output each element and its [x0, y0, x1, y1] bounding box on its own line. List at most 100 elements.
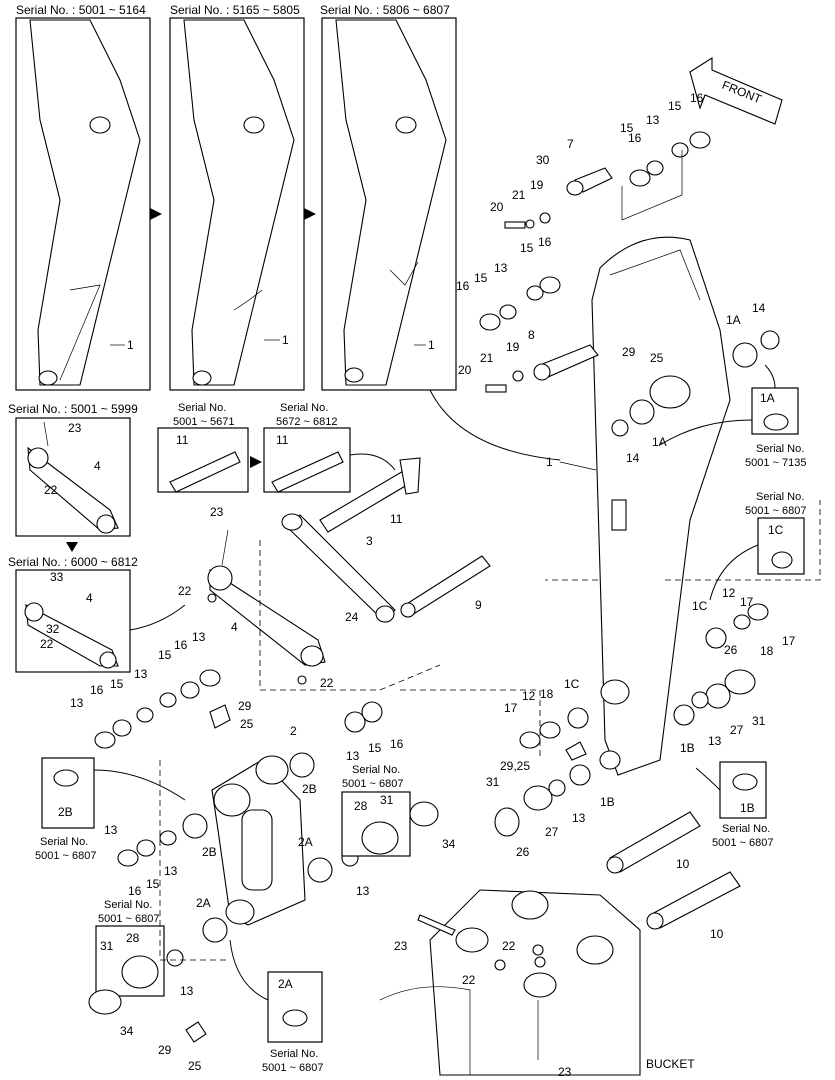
svg-text:4: 4: [94, 459, 101, 473]
svg-text:Serial No.: Serial No.: [280, 402, 328, 414]
arm-panel-1: 1: [15, 17, 151, 391]
svg-text:5001 ~ 5671: 5001 ~ 5671: [173, 416, 234, 428]
svg-text:5001 ~ 6807: 5001 ~ 6807: [745, 505, 806, 517]
svg-text:16: 16: [690, 91, 704, 105]
svg-text:31: 31: [752, 714, 766, 728]
svg-text:8: 8: [528, 328, 535, 342]
svg-text:5672 ~ 6812: 5672 ~ 6812: [276, 416, 337, 428]
pin-11-boxes: Serial No. 5001 ~ 5671 11 Serial No. 567…: [157, 402, 396, 493]
svg-text:23: 23: [558, 1065, 572, 1079]
svg-text:1C: 1C: [768, 523, 784, 537]
pin-10-upper: 10: [606, 811, 701, 874]
svg-text:23: 23: [68, 421, 82, 435]
svg-text:13: 13: [180, 984, 194, 998]
svg-text:13: 13: [356, 884, 370, 898]
svg-text:27: 27: [545, 825, 559, 839]
svg-text:29: 29: [238, 699, 252, 713]
box-2b: 2B Serial No. 5001 ~ 6807: [35, 757, 186, 862]
svg-text:Serial No.: Serial No.: [756, 491, 804, 503]
svg-text:2: 2: [290, 724, 297, 738]
svg-text:11: 11: [176, 433, 189, 447]
svg-text:15: 15: [110, 677, 124, 691]
svg-text:13: 13: [164, 864, 178, 878]
front-arrow: FRONT: [689, 56, 783, 125]
svg-text:29,25: 29,25: [500, 759, 530, 773]
svg-text:29: 29: [158, 1043, 172, 1057]
svg-text:26: 26: [516, 845, 530, 859]
svg-text:Serial No. : 5001 ~ 5999: Serial No. : 5001 ~ 5999: [8, 402, 138, 416]
callout-1b: 1: [282, 333, 289, 347]
svg-text:Serial No.: Serial No.: [352, 764, 400, 776]
svg-text:9: 9: [475, 598, 482, 612]
svg-text:26: 26: [724, 643, 738, 657]
svg-text:20: 20: [490, 200, 504, 214]
svg-text:5001 ~ 6807: 5001 ~ 6807: [98, 913, 159, 925]
right-hardware: 26 27 31 13 1B 1B Serial No. 5001 ~ 6807: [673, 643, 773, 849]
arm-panel-2: 1: [169, 17, 305, 391]
bushing-1c: 1C Serial No. 5001 ~ 6807 1C 12 17 17 18: [692, 491, 806, 658]
svg-text:2A: 2A: [278, 977, 293, 991]
bucket-label: BUCKET: [646, 1057, 695, 1071]
pin-10-lower: 10: [646, 871, 741, 941]
svg-text:10: 10: [676, 857, 690, 871]
svg-text:25: 25: [650, 351, 664, 365]
svg-text:14: 14: [752, 301, 766, 315]
svg-text:17: 17: [782, 634, 796, 648]
washer-stack-lower-left: 13 16 15 13: [104, 823, 178, 898]
svg-text:5001 ~ 6807: 5001 ~ 6807: [342, 778, 403, 790]
svg-text:18: 18: [760, 644, 774, 658]
svg-text:1B: 1B: [740, 801, 755, 815]
svg-text:11: 11: [390, 512, 403, 526]
svg-text:Serial No.: Serial No.: [756, 443, 804, 455]
svg-text:Serial No. : 6000 ~ 6812: Serial No. : 6000 ~ 6812: [8, 555, 138, 569]
svg-text:22: 22: [178, 584, 192, 598]
svg-text:4: 4: [86, 591, 93, 605]
svg-text:10: 10: [710, 927, 724, 941]
svg-text:31: 31: [100, 939, 114, 953]
svg-text:20: 20: [458, 363, 472, 377]
svg-text:15: 15: [158, 648, 172, 662]
svg-text:24: 24: [345, 610, 359, 624]
svg-text:25: 25: [188, 1059, 202, 1073]
callout-1: 1: [127, 338, 134, 352]
link-3: 3: [281, 513, 396, 623]
svg-text:13: 13: [192, 630, 206, 644]
arrow-down-icon: [66, 542, 78, 552]
svg-text:19: 19: [530, 178, 544, 192]
svg-text:Serial No.: Serial No.: [178, 402, 226, 414]
washer-stack-mid: 13 15 16 29 25: [209, 699, 404, 763]
washer-stack-left: 13 16 15 13 15 16 13: [70, 630, 221, 749]
svg-text:1B: 1B: [600, 795, 615, 809]
bucket: BUCKET 23 22 22 23: [379, 889, 695, 1079]
svg-text:13: 13: [572, 811, 586, 825]
svg-text:13: 13: [646, 113, 660, 127]
svg-text:17: 17: [504, 701, 518, 715]
svg-text:Serial No.: Serial No.: [270, 1048, 318, 1060]
arm-panel-3: 1: [321, 17, 457, 391]
svg-text:28: 28: [354, 799, 368, 813]
svg-text:22: 22: [502, 939, 516, 953]
svg-text:16: 16: [174, 638, 188, 652]
svg-text:15: 15: [146, 877, 160, 891]
svg-text:2A: 2A: [298, 835, 313, 849]
svg-text:22: 22: [40, 637, 54, 651]
washer-stack-top-right: 16 15 13 15 16: [620, 91, 711, 221]
svg-text:5001 ~ 6807: 5001 ~ 6807: [35, 850, 96, 862]
arm-lower-hardware: 1C 18 12 17 29,25 1B 13 27 31 26: [486, 677, 615, 859]
svg-text:15: 15: [620, 121, 634, 135]
box-28-left: Serial No. 5001 ~ 6807 28 31 13 34: [88, 899, 194, 1038]
svg-text:12: 12: [522, 689, 536, 703]
main-arm: 1: [429, 236, 821, 776]
svg-text:1A: 1A: [760, 391, 775, 405]
svg-text:17: 17: [740, 595, 754, 609]
pin-8: 8 19 21 20: [458, 328, 599, 393]
svg-text:32: 32: [46, 622, 60, 636]
svg-text:1A: 1A: [652, 435, 667, 449]
svg-text:30: 30: [536, 153, 550, 167]
svg-text:13: 13: [134, 667, 148, 681]
svg-text:15: 15: [474, 271, 488, 285]
svg-text:5001 ~ 7135: 5001 ~ 7135: [745, 457, 806, 469]
pin-9: 9: [400, 555, 491, 618]
svg-text:34: 34: [442, 837, 456, 851]
